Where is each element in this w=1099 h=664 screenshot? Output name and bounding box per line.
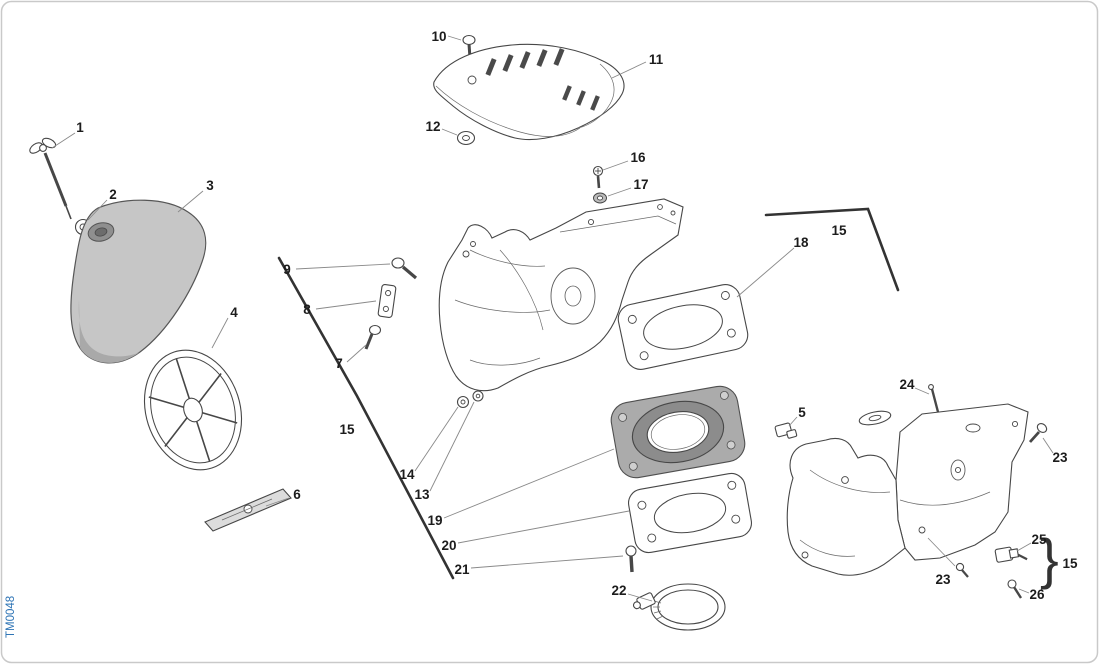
callout-labels: 10 11 12 16 17 1 2 3 4 6 9 8 7 15 14 13 … xyxy=(76,29,1078,602)
callout-24: 24 xyxy=(899,377,915,392)
part-sensor-25 xyxy=(994,546,1028,563)
part-screw-26 xyxy=(1007,579,1023,599)
callout-15-far-right: 15 xyxy=(1062,556,1078,571)
part-top-cover xyxy=(433,43,625,141)
callout-20: 20 xyxy=(441,538,456,553)
part-washer-12 xyxy=(456,130,476,146)
callout-1: 1 xyxy=(76,120,84,135)
callout-12: 12 xyxy=(425,119,440,134)
callout-9: 9 xyxy=(283,262,291,277)
callout-2: 2 xyxy=(109,187,117,202)
part-fuel-tank xyxy=(70,199,207,364)
part-screw-21 xyxy=(625,545,637,573)
callout-8: 8 xyxy=(303,302,311,317)
cover-louvers xyxy=(485,48,600,111)
part-screw-23-bottom xyxy=(955,562,969,578)
part-gasket-18 xyxy=(617,284,749,370)
callout-4: 4 xyxy=(230,305,238,320)
part-rod-15-left xyxy=(277,256,455,580)
watermark: TM0048 xyxy=(5,596,17,638)
part-pulley-wheel xyxy=(143,349,243,471)
part-screw-9 xyxy=(391,257,418,280)
callout-21: 21 xyxy=(454,562,470,577)
part-screw-7 xyxy=(364,324,382,350)
callout-14: 14 xyxy=(399,467,415,482)
part-screw-23-top xyxy=(1028,423,1048,443)
callout-15-top-right: 15 xyxy=(831,223,847,238)
part-clip-5 xyxy=(774,422,798,439)
callout-5: 5 xyxy=(798,405,806,420)
callout-17: 17 xyxy=(633,177,648,192)
callout-10: 10 xyxy=(431,29,446,44)
part-center-housing xyxy=(438,198,684,392)
part-hose-clamp-22 xyxy=(632,583,726,631)
callout-23-bottom: 23 xyxy=(935,572,951,587)
leader-lines xyxy=(51,35,1054,602)
callout-18: 18 xyxy=(793,235,809,250)
part-pin-24 xyxy=(928,384,940,413)
callout-19: 19 xyxy=(427,513,442,528)
part-gasket-20 xyxy=(628,472,752,554)
callout-16: 16 xyxy=(630,150,646,165)
part-blade xyxy=(204,488,292,532)
part-intake-ring-19 xyxy=(610,385,746,479)
part-screw-16 xyxy=(592,165,604,189)
part-rod-15-right xyxy=(764,207,900,292)
callout-6: 6 xyxy=(293,487,301,502)
callout-13: 13 xyxy=(414,487,430,502)
brace-15: } xyxy=(1040,527,1059,590)
callout-7: 7 xyxy=(335,356,343,371)
part-oval-insert xyxy=(858,410,892,426)
callout-15-left: 15 xyxy=(339,422,355,437)
part-right-housing xyxy=(786,403,1029,576)
callout-25: 25 xyxy=(1031,532,1047,547)
callout-23-top: 23 xyxy=(1052,450,1068,465)
callout-3: 3 xyxy=(206,178,214,193)
part-bracket-8 xyxy=(377,284,397,318)
callout-11: 11 xyxy=(649,52,664,67)
callout-26: 26 xyxy=(1029,587,1045,602)
part-washer-14 xyxy=(456,395,470,409)
part-grommet-17 xyxy=(593,192,607,204)
part-washer-13 xyxy=(472,390,484,402)
callout-22: 22 xyxy=(611,583,626,598)
part-wing-bolt xyxy=(29,137,72,220)
